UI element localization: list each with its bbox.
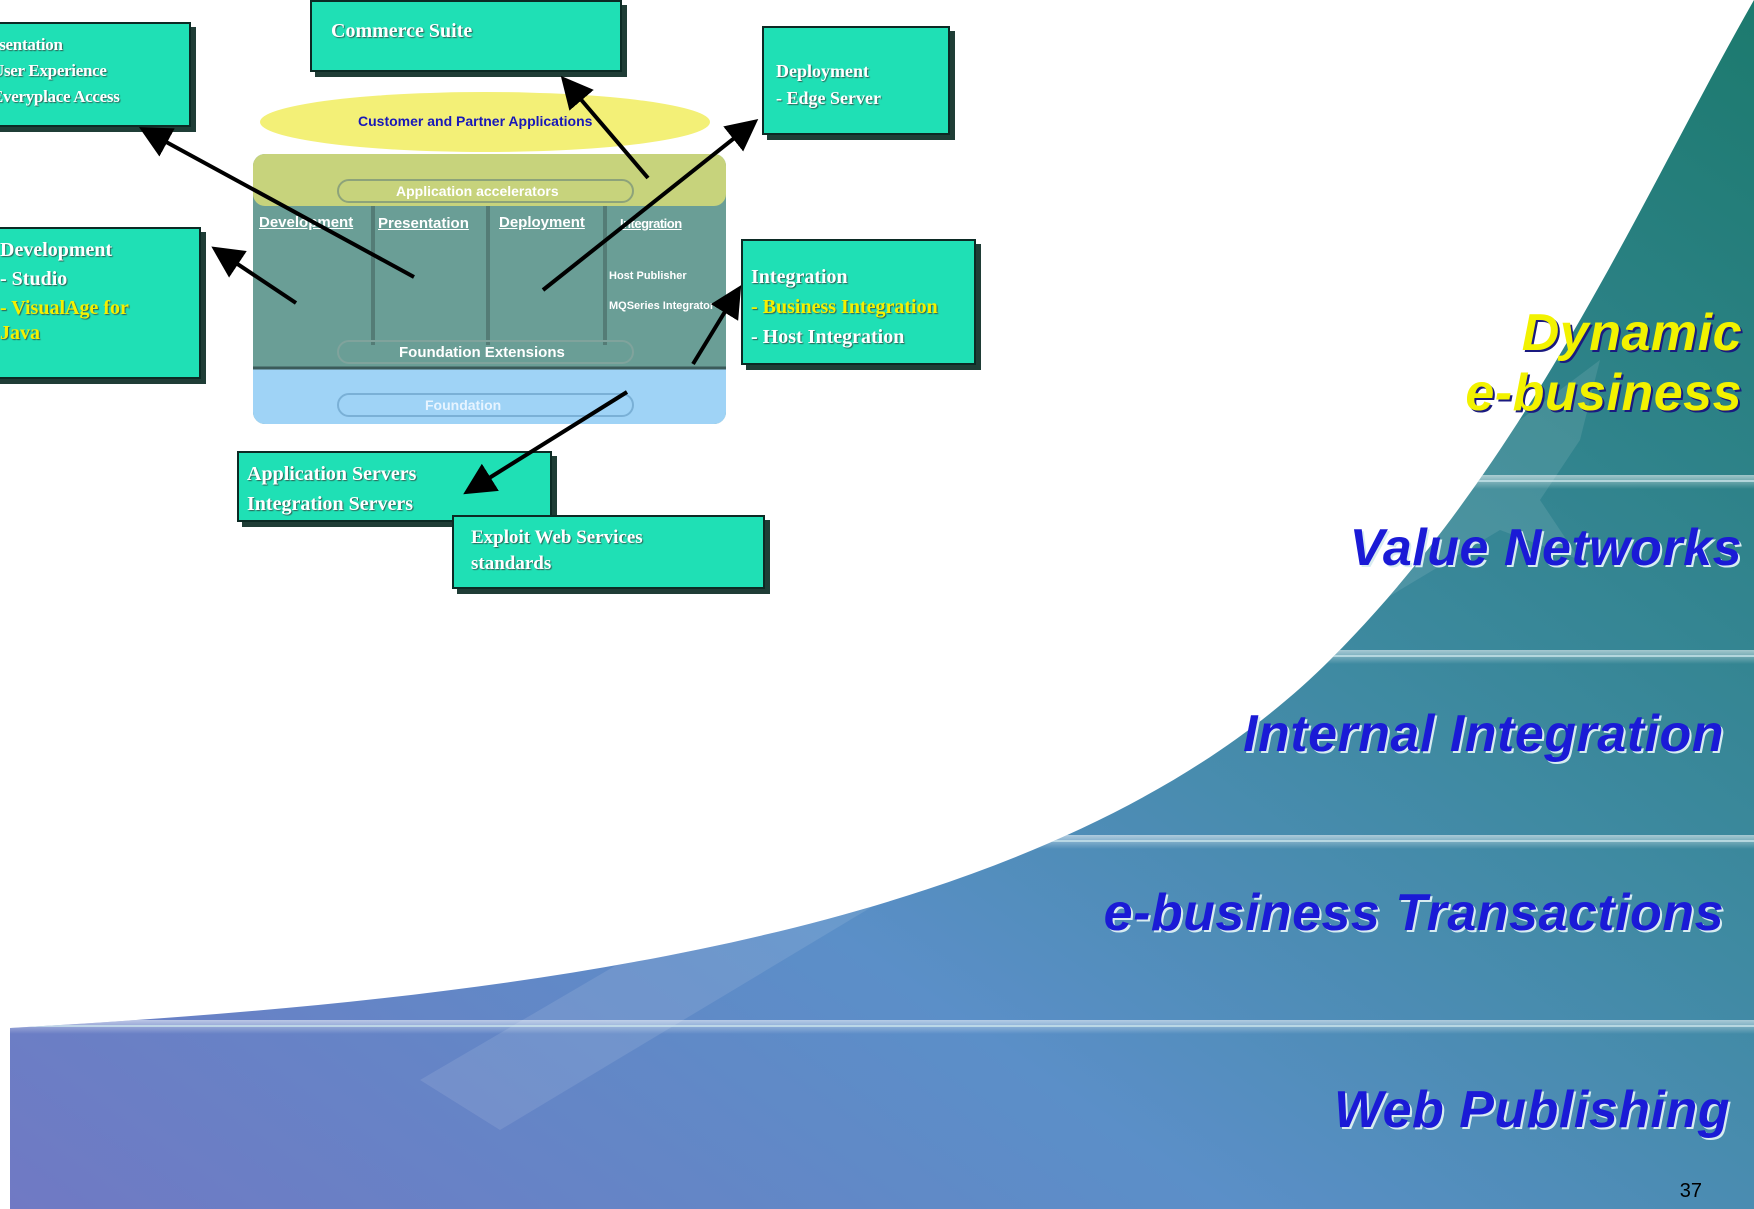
foundation-label: Foundation [425,397,502,413]
web-services-callout: Exploit Web Services standards [452,515,765,589]
deployment-item: - Edge Server [776,88,881,108]
integration-item: - Business Integration [751,296,938,318]
deployment-title: Deployment [776,61,869,81]
web-services-item: Exploit Web Services [471,527,643,548]
step-dynamic-line1: Dynamic [1521,304,1742,362]
arrow-to-deployment [541,119,759,292]
step-dynamic-line2: e-business [1465,364,1742,422]
mqseries-label: MQSeries Integrator [609,300,715,312]
tab-integration: Integration [620,216,682,231]
arrow-to-integration [691,285,742,366]
presentation-item: User Experience [0,61,107,80]
development-item: - VisualAge for [0,297,129,319]
deployment-callout: Deployment - Edge Server [762,26,950,135]
arrow-to-servers [463,390,629,495]
arrow-to-presentation [138,127,415,279]
servers-callout: Application Servers Integration Servers [237,451,552,522]
applications-label: Customer and Partner Applications [358,113,593,129]
development-item: Java [0,322,40,344]
step-value-networks: Value Networks [1349,519,1742,577]
arrow-to-development [211,246,298,305]
host-publisher-label: Host Publisher [609,270,687,282]
tab-presentation: Presentation [378,215,469,232]
step-ebusiness-transactions: e-business Transactions [1103,884,1724,942]
tab-deployment: Deployment [499,214,585,231]
integration-callout: Integration - Business Integration - Hos… [741,239,976,365]
step-internal-integration: Internal Integration [1243,705,1724,763]
step-web-publishing: Web Publishing [1333,1081,1730,1139]
page-number: 37 [1679,1180,1702,1202]
integration-title: Integration [751,266,848,288]
commerce-callout: Commerce Suite [310,0,622,72]
presentation-callout: esentation User Experience Everyplace Ac… [0,22,191,127]
arrow-to-commerce [560,75,650,180]
rising-curve [10,0,1754,1209]
presentation-item: Everyplace Access [0,87,120,106]
tab-development: Development [259,214,354,231]
accelerators-label: Application accelerators [396,183,559,199]
development-callout: Development - Studio - VisualAge for Jav… [0,227,201,379]
servers-item: Application Servers [247,463,417,485]
step-dynamic-ebusiness: Dynamic e-business [1465,303,1742,423]
foundation-extensions-label: Foundation Extensions [399,344,565,361]
servers-item: Integration Servers [247,493,414,515]
development-item: - Studio [0,268,68,290]
commerce-title: Commerce Suite [331,20,473,42]
integration-item: - Host Integration [751,326,905,348]
applications-oval [260,92,710,152]
presentation-title: esentation [0,35,63,54]
development-title: Development [0,239,113,261]
web-services-item: standards [471,553,552,574]
